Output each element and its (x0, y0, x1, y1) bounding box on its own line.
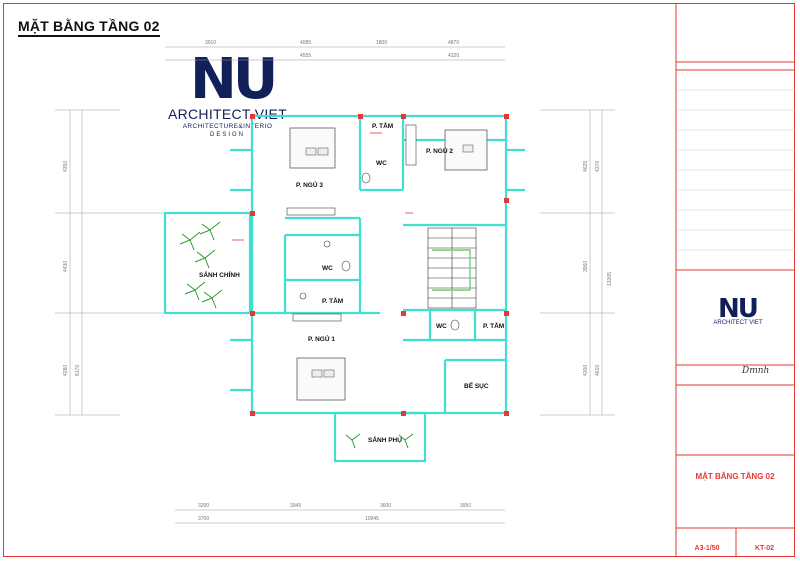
dim-bottom-6: 10945 (365, 516, 379, 522)
walls (163, 114, 525, 463)
logo-subline: DESIGN (209, 132, 245, 138)
room-bath-mid: P. TẮM (322, 298, 344, 305)
fixtures (286, 124, 460, 331)
room-side-lobby: SẢNH PHỤ (368, 437, 402, 444)
logo-name: ARCHITECT VIET (167, 106, 288, 122)
dim-bottom-4: 3950 (460, 503, 472, 509)
dimension-lines (55, 46, 615, 524)
dim-right-2: 4370 (595, 160, 601, 172)
stair-railing (432, 249, 471, 291)
dim-bottom-5: 3700 (198, 516, 210, 522)
room-bedroom-1: P. NGỦ 1 (308, 336, 335, 343)
architect-logo: NU ARCHITECT VIET ARCHITECTURE&INTERIO D… (160, 52, 295, 144)
title-block-gridlines (676, 89, 795, 251)
dim-left-4: 8170 (75, 364, 81, 376)
door-markers (232, 132, 413, 241)
dim-right-5: 4610 (595, 364, 601, 376)
dim-right-3: 3960 (583, 260, 589, 272)
dim-top-6: 4320 (448, 53, 460, 59)
room-main-lobby: SẢNH CHÍNH (199, 272, 240, 279)
title-block-logo-mark: NU (718, 294, 759, 324)
dim-top-5: 4555 (300, 53, 312, 59)
title-block-sheet-number: KT-02 (754, 545, 775, 552)
dim-left-2: 4430 (63, 260, 69, 272)
dim-top-2: 4085 (300, 40, 312, 46)
dim-left-3: 4280 (63, 364, 69, 376)
dim-bottom-1: 3200 (198, 503, 210, 509)
title-block-sheet-title: MẶT BẰNG TẦNG 02 (695, 472, 775, 481)
staircase (427, 227, 477, 309)
title-block-logo-name: ARCHITECT VIET (713, 320, 763, 326)
dim-left-1: 4350 (63, 160, 69, 172)
dim-bottom-3: 3600 (380, 503, 392, 509)
dim-top-3: 1800 (376, 40, 388, 46)
dim-right-4: 4300 (583, 364, 589, 376)
dim-right-1: 4625 (583, 160, 589, 172)
room-bedroom-3: P. NGỦ 3 (296, 182, 323, 189)
room-bath-top: P. TẮM (372, 123, 394, 130)
sheet-border (3, 3, 795, 557)
room-bath-right: P. TẮM (483, 323, 505, 330)
bed-pillows (305, 144, 474, 378)
landscape-plants (179, 221, 414, 449)
column-markers (250, 114, 509, 416)
dim-top-1: 3910 (205, 40, 217, 46)
room-wc-mid: WC (322, 265, 333, 272)
signature: Dmnh (742, 366, 770, 376)
dim-right-6: 13365 (607, 272, 613, 286)
room-wc-top: WC (376, 160, 387, 167)
logo-mark: NU (190, 47, 278, 112)
room-tank: BỂ SỤC (464, 383, 489, 390)
dim-top-4: 4870 (448, 40, 460, 46)
room-bedroom-2: P. NGỦ 2 (426, 148, 453, 155)
title-block-frame (675, 4, 795, 557)
dim-bottom-2: 3945 (290, 503, 302, 509)
title-block-scale: A3-1/50 (694, 545, 720, 552)
logo-tagline: ARCHITECTURE&INTERIO (182, 123, 273, 130)
room-wc-right: WC (436, 323, 447, 330)
drawing-title: MẶT BẰNG TẦNG 02 (18, 18, 160, 37)
